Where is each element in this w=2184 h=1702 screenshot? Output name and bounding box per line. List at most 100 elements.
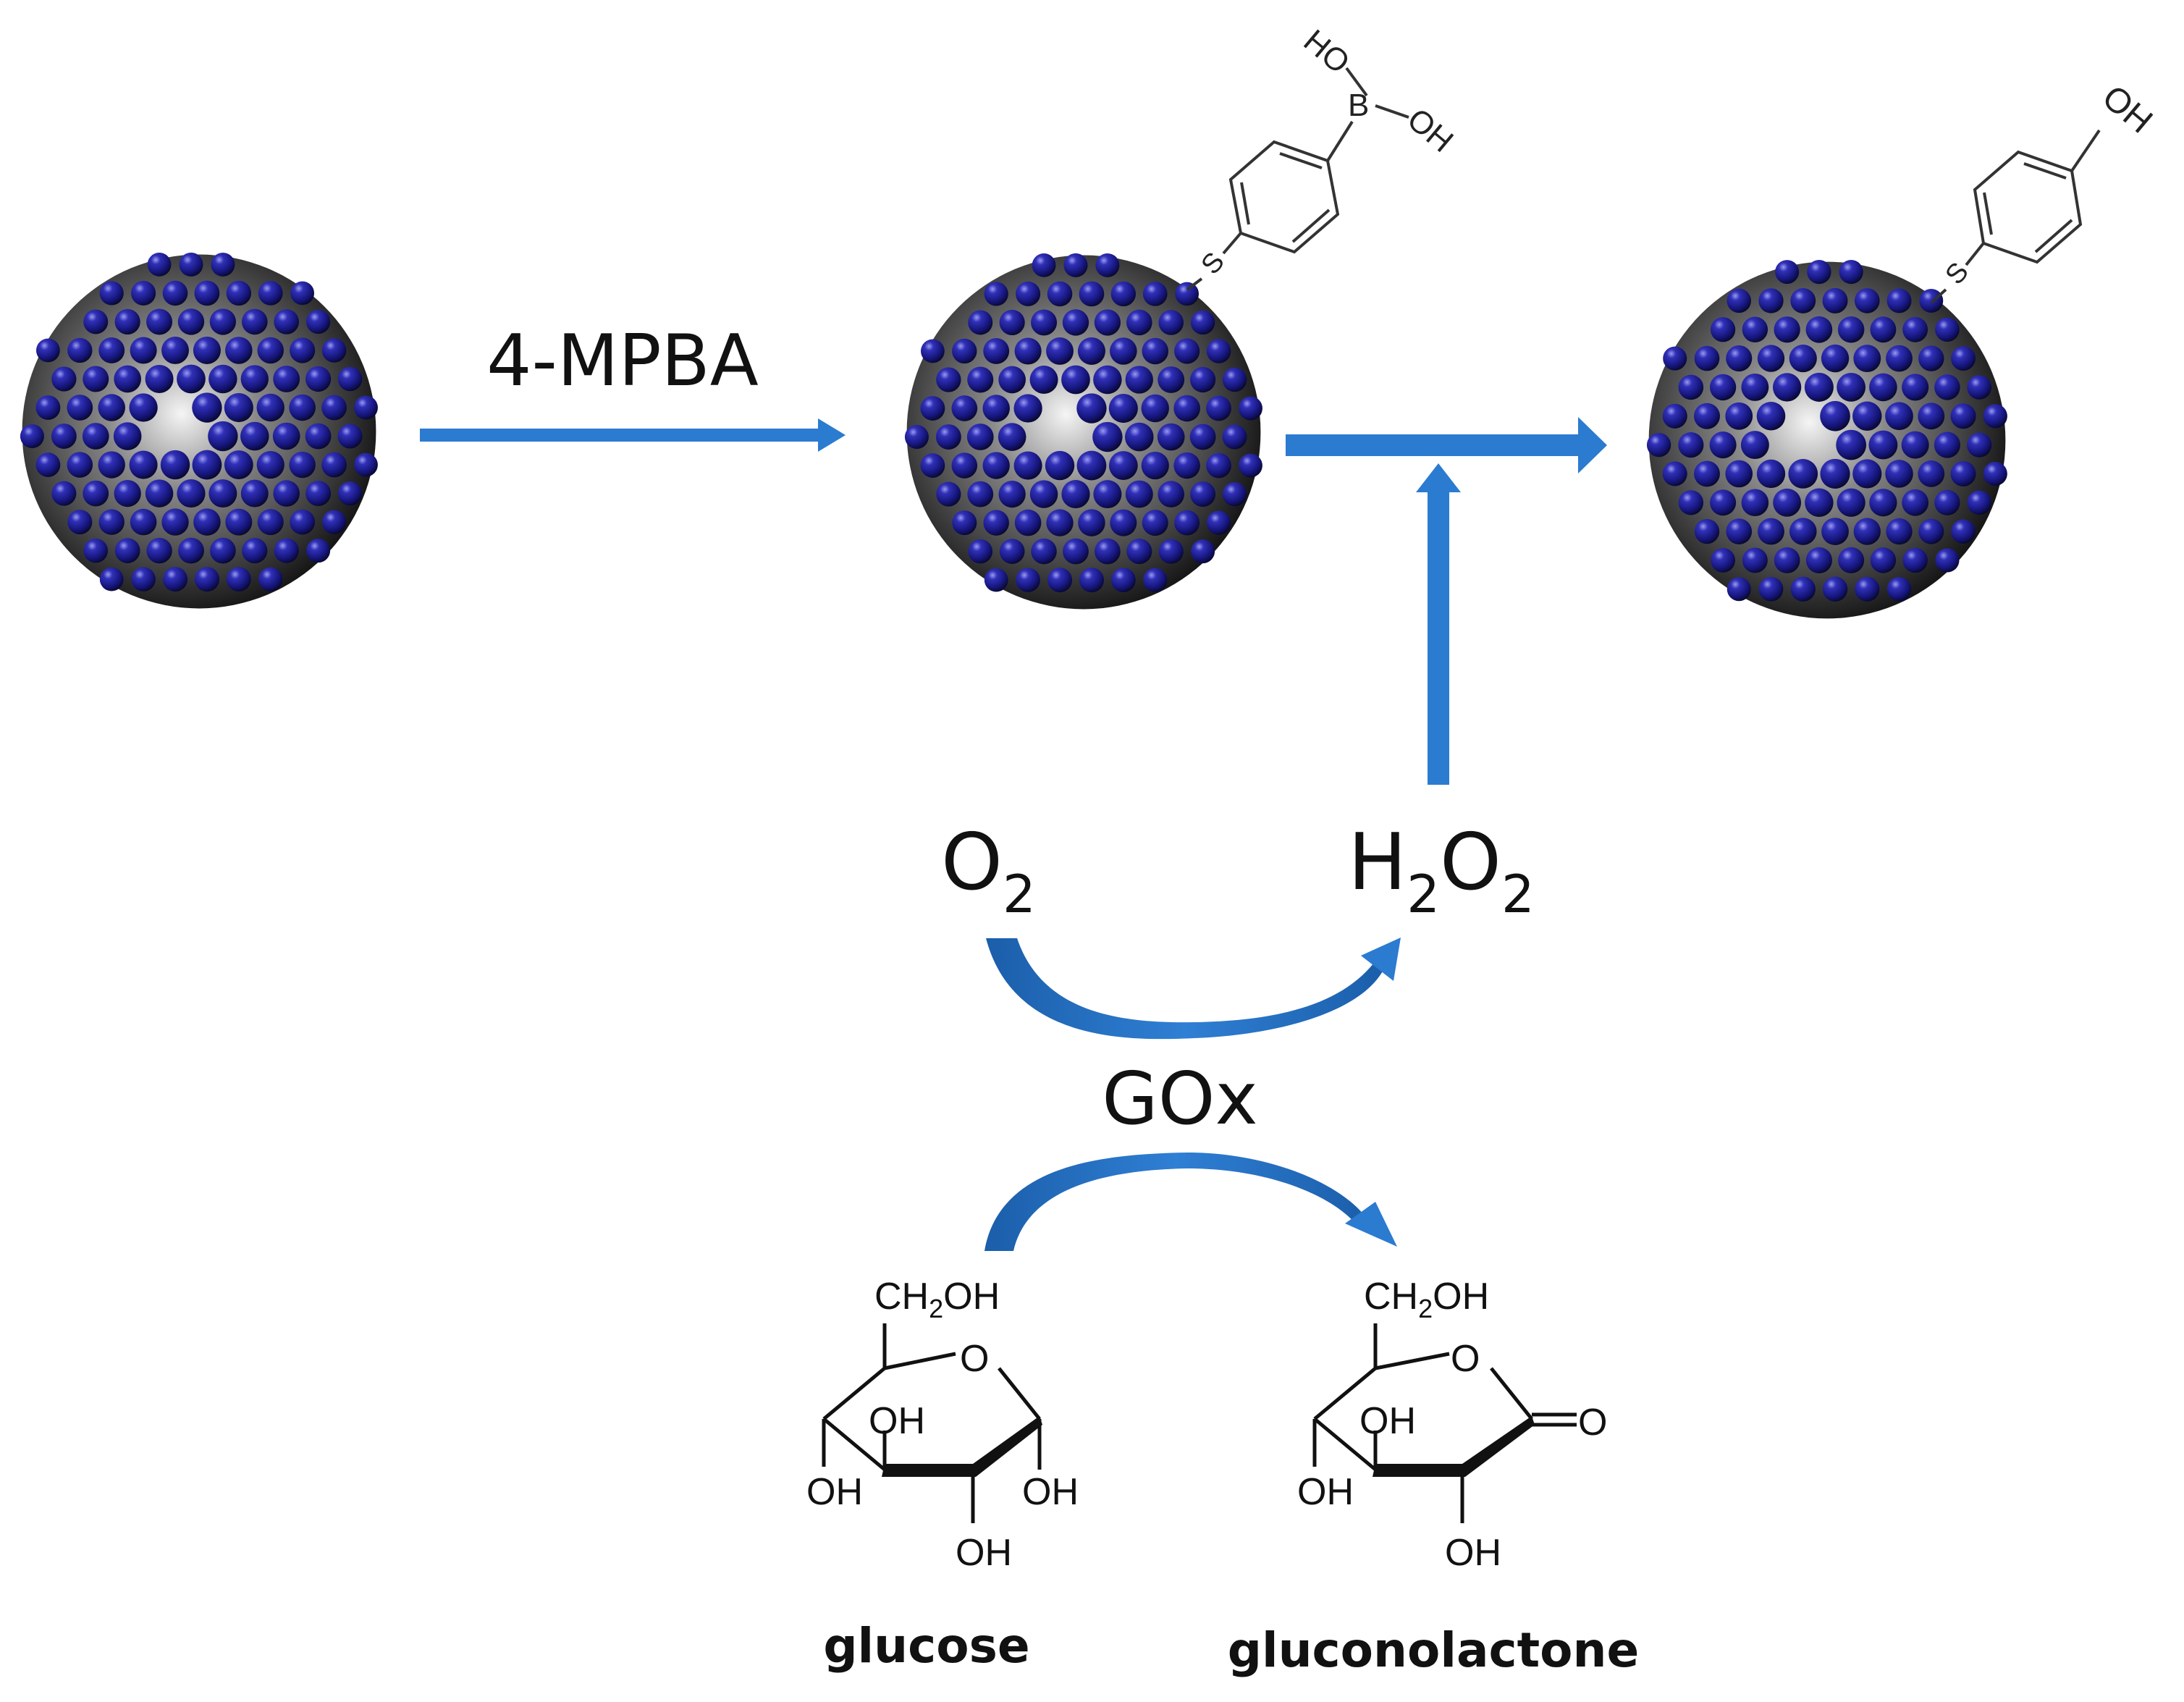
particle-atom: [1110, 337, 1137, 365]
particle-atom: [1046, 509, 1074, 536]
particle-atom: [67, 510, 93, 535]
particle-atom: [1726, 345, 1753, 372]
particle-atom: [1725, 402, 1753, 430]
gluconolactone-name: gluconolactone: [1228, 1622, 1640, 1678]
particle-atom: [1726, 288, 1751, 313]
particle-atom: [225, 508, 253, 536]
particle-atom: [1158, 481, 1184, 507]
particle-atom: [114, 365, 141, 393]
particle-atom: [321, 452, 347, 478]
particle-atom: [129, 393, 158, 422]
particle-atom: [1740, 431, 1769, 460]
particle-atom: [145, 479, 174, 507]
particle-atom: [1805, 547, 1832, 573]
particle-atom: [51, 424, 77, 449]
particle-atom: [936, 481, 961, 507]
particle-atom: [1191, 539, 1215, 564]
particle-atom: [1678, 432, 1704, 458]
particle-atom: [1918, 403, 1945, 430]
particle-atom: [35, 338, 60, 363]
particle-atom: [1918, 518, 1944, 544]
particle-atom: [1852, 459, 1882, 489]
particle-atom: [290, 509, 316, 535]
particle-atom: [1678, 490, 1704, 515]
particle-atom: [1967, 490, 1991, 515]
particle-atom: [1902, 316, 1928, 342]
particle-atom: [1886, 288, 1912, 313]
boronic-ho-label: HO: [1297, 23, 1357, 81]
particle-atom: [1775, 260, 1800, 285]
particle-atom: [67, 337, 93, 363]
particle-atom: [1646, 432, 1671, 458]
particle-atom: [1206, 339, 1231, 363]
particle-atom: [1173, 452, 1200, 479]
particle-atom: [1951, 519, 1976, 544]
particle-atom: [1836, 429, 1867, 460]
particle-atom: [1173, 395, 1200, 422]
particle-atom: [1983, 404, 2007, 429]
particle-atom: [1047, 281, 1073, 307]
particle-atom: [257, 337, 284, 364]
particle-atom: [1868, 430, 1898, 460]
particle-atom: [1078, 509, 1105, 536]
particle-atom: [258, 567, 283, 591]
particle-atom: [1805, 316, 1833, 343]
particle-atom: [984, 568, 1008, 592]
particle-atom: [1935, 317, 1960, 342]
glucose-ring-o: O: [960, 1338, 989, 1380]
particle-atom: [354, 395, 378, 420]
particle-atom: [1901, 431, 1929, 459]
particle-atom: [1031, 538, 1057, 565]
particle-atom: [1885, 402, 1913, 431]
particle-atom: [1190, 481, 1216, 507]
particle-atom: [226, 567, 251, 592]
particle-atom: [146, 308, 173, 335]
particle-atom: [224, 450, 253, 479]
particle-atom: [1805, 488, 1834, 518]
particle-atom: [145, 365, 174, 393]
particle-atom: [1726, 518, 1753, 544]
particle-atom: [1063, 538, 1089, 565]
particle-atom: [1143, 568, 1168, 592]
particle-atom: [208, 479, 237, 508]
particle-atom: [1853, 345, 1881, 373]
glucose-oh-3: OH: [1022, 1471, 1079, 1513]
particle-atom: [1158, 539, 1184, 564]
particle-atom: [999, 309, 1025, 336]
particle-atom: [113, 422, 142, 450]
particle-atom: [1821, 518, 1849, 545]
particle-atom: [1174, 510, 1200, 536]
particle-atom: [1093, 480, 1122, 509]
particle-atom: [1108, 451, 1138, 480]
particle-atom: [1239, 453, 1262, 478]
particle-atom: [83, 480, 109, 507]
particle-atom: [1710, 317, 1736, 342]
particle-atom: [1694, 518, 1720, 544]
gluconolactone-carbonyl-o: O: [1578, 1402, 1607, 1444]
particle-atom: [114, 538, 140, 563]
particle-atom: [936, 367, 961, 392]
particle-atom: [1157, 423, 1185, 451]
enzyme-label: GOx: [1102, 1056, 1257, 1141]
particle-atom: [1950, 403, 1976, 429]
particle-atom: [1934, 489, 1960, 515]
particle-atom: [1852, 401, 1882, 431]
particle-atom: [209, 308, 237, 335]
particle-atom: [1772, 373, 1802, 402]
gluconolactone-oh-2: OH: [1297, 1471, 1354, 1513]
particle-atom: [51, 366, 77, 392]
particle-atom: [1093, 365, 1122, 395]
particle-atom: [1222, 367, 1247, 392]
particle-atom: [210, 537, 236, 564]
particle-atom: [1870, 316, 1897, 343]
particle-atom: [211, 252, 235, 277]
particle-atom: [177, 479, 206, 508]
particle-atom: [274, 309, 300, 334]
particle-atom: [1206, 510, 1231, 535]
peroxide-label: H2O2: [1348, 817, 1535, 924]
particle-atom: [194, 280, 220, 306]
glucose-ch2oh: CH2OH: [874, 1276, 1000, 1323]
particle-atom: [1076, 393, 1107, 424]
particle-atom: [178, 537, 204, 564]
